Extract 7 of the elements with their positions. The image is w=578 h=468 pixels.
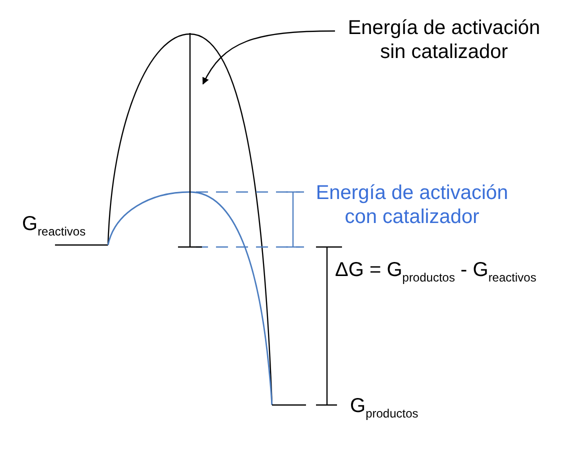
energy-level-label: G$_{reactivos}$ xyxy=(22,212,87,239)
activation-energy-line xyxy=(178,33,202,248)
callout-text: Energía de activación sin catalizador xyxy=(338,16,550,64)
leader-line xyxy=(202,30,335,85)
energy-level-label: G$_{productos}$ xyxy=(350,394,420,421)
annotation-text: Energía de activación con catalizador xyxy=(314,181,510,229)
equation-text: ΔG = G$_{productos}$ - G$_{reactivos}$ xyxy=(335,258,538,285)
